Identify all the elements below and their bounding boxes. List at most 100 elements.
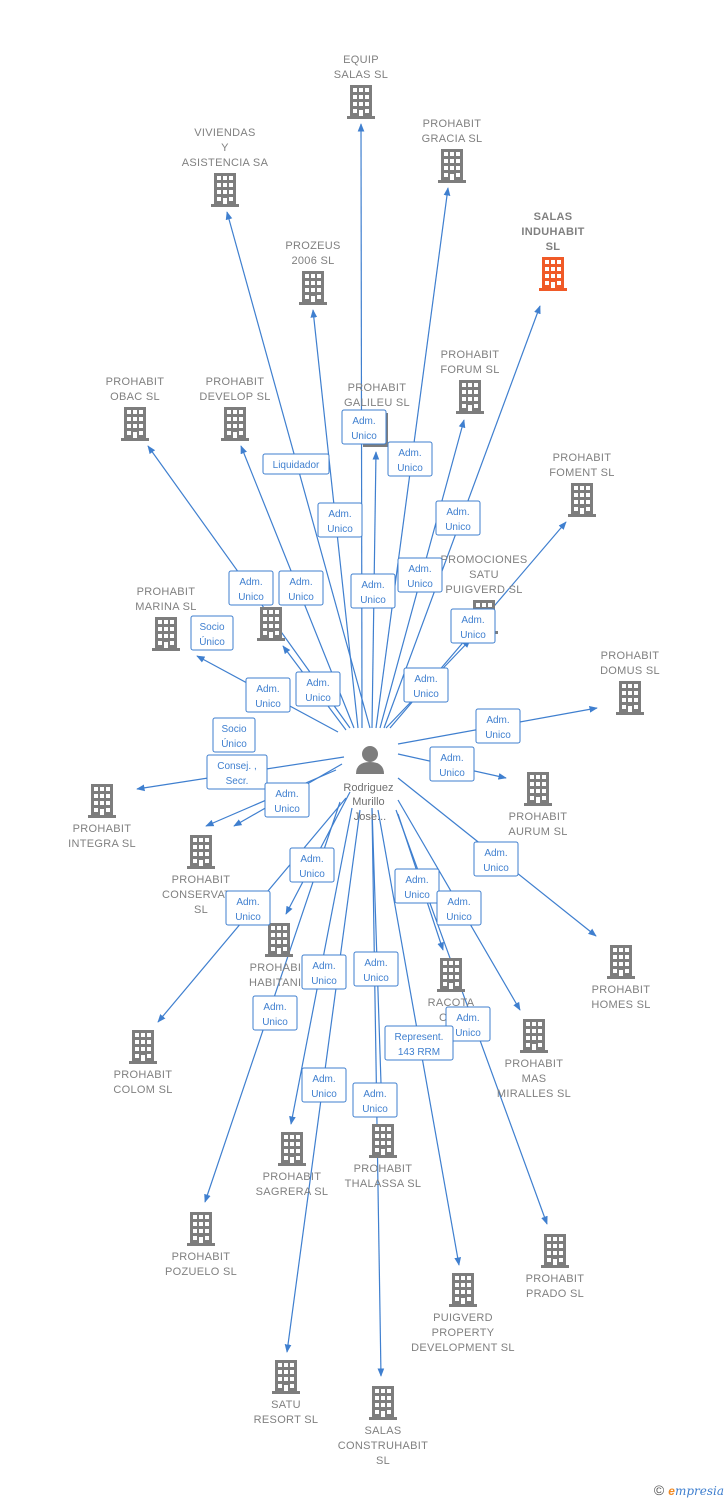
- role-badge-box: [301, 954, 347, 990]
- person-node[interactable]: Rodriguez Murillo Jose...: [343, 746, 396, 823]
- role-label: Adm.Unico: [274, 789, 300, 815]
- building-icon: [539, 257, 567, 291]
- role-label: Adm.Unico: [299, 854, 325, 880]
- role-badge-r_prado[interactable]: Adm.Unico: [445, 1006, 491, 1042]
- role-badge-r_consej[interactable]: Consej. ,Secr.: [206, 754, 268, 790]
- role-badge-r_foment[interactable]: Adm.Unico: [450, 608, 496, 644]
- role-label: Adm.Unico: [439, 753, 465, 779]
- role-badge-box: [190, 615, 234, 651]
- role-badge-r_pozuelo[interactable]: Adm.Unico: [252, 995, 298, 1031]
- role-badge-r_forum[interactable]: Adm.Unico: [435, 500, 481, 536]
- role-badge-r_thalassa[interactable]: Adm.Unico: [353, 951, 399, 987]
- role-label: Adm.Unico: [262, 1002, 288, 1028]
- role-badge-r_habitania[interactable]: Adm.Unico: [289, 847, 335, 883]
- role-badge-r_liquidador[interactable]: Liquidador: [262, 453, 330, 475]
- building-icon: [369, 1386, 397, 1420]
- role-label: Adm.Unico: [360, 580, 386, 606]
- role-badge-r_hidden[interactable]: Adm.Unico: [295, 671, 341, 707]
- building-icon: [347, 85, 375, 119]
- role-badge-r_conserv[interactable]: Adm.Unico: [264, 782, 310, 818]
- building-icon: [152, 617, 180, 651]
- role-badge-r_racota[interactable]: Adm.Unico: [394, 868, 440, 904]
- role-badge-r_miralles[interactable]: Adm.Unico: [436, 890, 482, 926]
- role-badge-r_construhabit[interactable]: Adm.Unico: [352, 1082, 398, 1118]
- role-badge-r_marina2[interactable]: Adm.Unico: [245, 677, 291, 713]
- building-icon: [616, 681, 644, 715]
- role-badge-r_prozeus[interactable]: Adm.Unico: [317, 502, 363, 538]
- company-node-hidden1[interactable]: [257, 607, 285, 641]
- role-badge-box: [352, 1082, 398, 1118]
- building-icon: [524, 772, 552, 806]
- building-icon: [278, 1132, 306, 1166]
- building-icon: [520, 1019, 548, 1053]
- role-badge-r_gracia[interactable]: Adm.Unico: [387, 441, 433, 477]
- role-badge-r_aurum[interactable]: Adm.Unico: [429, 746, 475, 782]
- role-badge-r_induhabit[interactable]: Adm.Unico: [397, 557, 443, 593]
- role-badge-box: [278, 570, 324, 606]
- role-badge-r_promociones[interactable]: Adm.Unico: [403, 667, 449, 703]
- role-badge-box: [212, 717, 256, 753]
- role-badge-r_galileu[interactable]: Adm.Unico: [341, 409, 387, 445]
- building-icon: [369, 1124, 397, 1158]
- role-badge-r_equip[interactable]: Adm.Unico: [350, 573, 396, 609]
- building-icon: [129, 1030, 157, 1064]
- role-badge-r_domus[interactable]: Adm.Unico: [475, 708, 521, 744]
- role-badge-box: [225, 890, 271, 926]
- role-badge-box: [403, 667, 449, 703]
- role-badge-box: [289, 847, 335, 883]
- building-icon: [187, 1212, 215, 1246]
- building-icon: [456, 380, 484, 414]
- role-badge-box: [475, 708, 521, 744]
- role-badge-r_colom[interactable]: Adm.Unico: [225, 890, 271, 926]
- role-badge-r_sagrera[interactable]: Adm.Unico: [301, 954, 347, 990]
- role-label: Adm.Unico: [351, 416, 377, 442]
- brand-credit: ©empresia: [654, 1482, 724, 1498]
- role-label: Adm.Unico: [288, 577, 314, 603]
- role-badge-r_develop[interactable]: Adm.Unico: [278, 570, 324, 606]
- role-label: Adm.Unico: [445, 507, 471, 533]
- role-badge-r_obac[interactable]: Adm.Unico: [228, 570, 274, 606]
- role-badge-r_homes[interactable]: Adm.Unico: [473, 841, 519, 877]
- role-badge-r_satu[interactable]: Adm.Unico: [301, 1067, 347, 1103]
- role-label: Adm.Unico: [327, 509, 353, 535]
- role-label: Adm.Unico: [483, 848, 509, 874]
- role-badge-r_represent[interactable]: Represent.143 RRM: [384, 1025, 454, 1061]
- role-badge-box: [301, 1067, 347, 1103]
